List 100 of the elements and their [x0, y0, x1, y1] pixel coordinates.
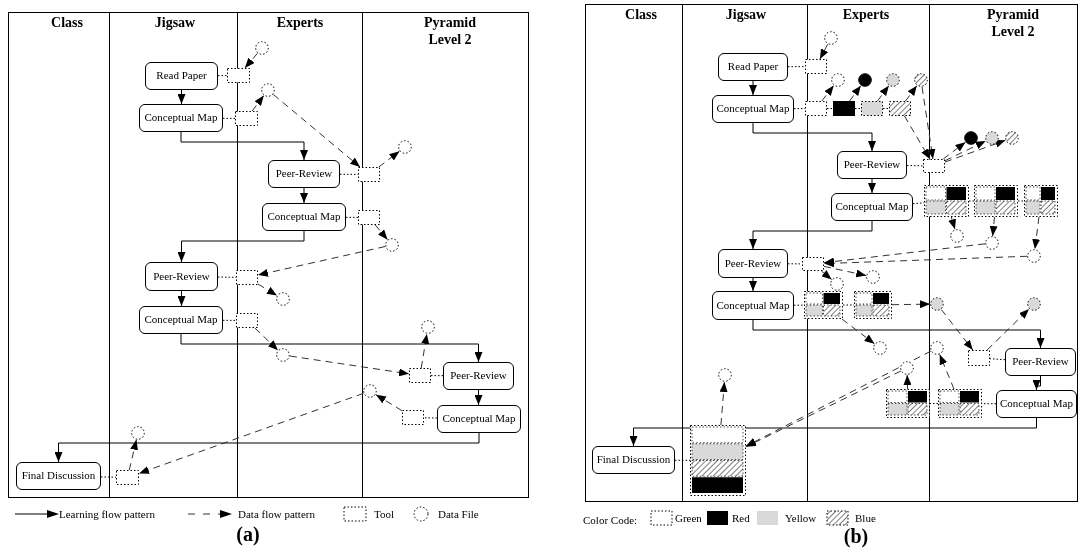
tool-box: [227, 68, 250, 83]
data-flow-arrow: [905, 85, 918, 102]
activity-box: Final Discussion: [16, 462, 101, 490]
legend-label: Yellow: [785, 511, 817, 526]
activity-box: Conceptual Map: [139, 306, 223, 334]
tool-box: [889, 101, 911, 116]
legend-label: Data flow pattern: [238, 507, 315, 522]
data-flow-arrow: [257, 283, 278, 296]
activity-box: Peer-Review: [443, 362, 514, 390]
learning-flow-arrow: [177, 290, 186, 307]
learning-flow-arrow: [868, 178, 876, 194]
data-flow-arrow: [939, 353, 955, 390]
data-flow-arrow: [903, 115, 931, 160]
dotted-connector: [793, 304, 805, 306]
tool-box: [409, 368, 431, 383]
dotted-connector: [826, 108, 834, 109]
dotted-connector: [787, 66, 806, 68]
data-flow-arrow: [823, 255, 1028, 268]
panel-caption: (a): [235, 522, 261, 546]
data-file-circle: [873, 341, 887, 355]
data-file-circle: [276, 292, 290, 306]
activity-box: Conceptual Map: [262, 203, 346, 231]
lane-header: Class: [50, 14, 84, 31]
lane-header: Pyramid Level 2: [985, 6, 1041, 40]
data-file-circle: [261, 83, 275, 97]
tool-box: [235, 111, 258, 126]
learning-flow-arrow: [749, 220, 873, 250]
activity-box: Peer-Review: [837, 151, 907, 179]
dotted-connector: [968, 200, 975, 202]
data-file-circle: [985, 131, 999, 145]
legend-label: Red: [732, 511, 750, 526]
tool-box: [358, 210, 380, 225]
tool-box: [802, 257, 824, 271]
data-flow-arrow: [745, 350, 932, 447]
data-file-circle: [830, 277, 844, 291]
data-file-circle: [255, 41, 269, 55]
dotted-connector: [787, 263, 803, 265]
activity-box: Conceptual Map: [712, 95, 794, 123]
tool-box: [236, 270, 258, 285]
dotted-connector: [793, 108, 806, 110]
composite-tool-box: [854, 291, 892, 319]
data-flow-arrow: [375, 394, 403, 412]
data-file-circle: [900, 361, 914, 375]
data-flow-arrow: [921, 86, 936, 160]
data-file-circle: [858, 73, 872, 87]
lane-header: Jigsaw: [153, 14, 197, 31]
data-file-circle: [1005, 131, 1019, 145]
dotted-connector: [100, 476, 117, 478]
data-file-circle: [930, 297, 944, 311]
learning-flow-arrow: [752, 319, 1045, 349]
learning-flow-arrow: [180, 333, 483, 363]
activity-box: Conceptual Map: [712, 291, 794, 320]
data-file-circle: [363, 384, 377, 398]
lane-header: Class: [624, 6, 658, 23]
legend-title: Color Code:: [583, 513, 639, 528]
tool-box: [805, 101, 827, 116]
data-flow-arrow: [1032, 216, 1041, 250]
composite-tool-box: [1024, 185, 1058, 217]
data-file-circle: [930, 341, 944, 355]
tool-box: [402, 410, 424, 425]
data-flow-arrow: [940, 309, 974, 351]
lane-header: Pyramid Level 2: [422, 14, 478, 48]
lane-header: Jigsaw: [724, 6, 768, 23]
data-file-circle: [914, 73, 928, 87]
data-flow-arrow: [272, 94, 361, 168]
data-flow-arrow: [877, 85, 890, 102]
data-flow-arrow: [986, 308, 1030, 351]
dotted-connector: [222, 117, 236, 119]
data-flow-arrow: [257, 246, 386, 277]
data-flow-arrow: [849, 85, 862, 102]
data-flow-arrow: [942, 141, 966, 160]
dotted-connector: [1017, 200, 1025, 202]
data-flow-arrow: [420, 333, 430, 369]
data-file-circle: [985, 236, 999, 250]
dotted-connector: [842, 304, 855, 306]
dotted-connector: [430, 375, 444, 377]
learning-flow-arrow: [300, 187, 308, 204]
learning-flow-arrow: [749, 80, 757, 96]
activity-box: Conceptual Map: [139, 104, 223, 132]
learning-flow-arrow: [54, 432, 480, 463]
data-flow-arrow: [719, 381, 728, 426]
data-file-circle: [1027, 297, 1041, 311]
activity-box: Read Paper: [718, 53, 788, 81]
data-file-circle: [276, 348, 290, 362]
data-file-circle: [1027, 249, 1041, 263]
learning-flow-arrow: [752, 122, 876, 152]
data-flow-arrow: [745, 370, 902, 448]
legend-label: Data File: [438, 507, 479, 522]
data-flow-arrow: [254, 327, 279, 351]
dotted-connector: [217, 75, 228, 77]
data-flow-arrow: [289, 355, 410, 377]
data-flow-arrow: [128, 439, 138, 471]
dotted-connector: [882, 108, 890, 109]
activity-box: Peer-Review: [1005, 348, 1076, 376]
data-file-circle: [385, 238, 399, 252]
data-flow-arrow: [891, 300, 931, 309]
data-file-circle: [866, 270, 880, 284]
composite-tool-box: [974, 185, 1018, 217]
data-flow-arrow: [823, 243, 986, 266]
data-flow-arrow: [821, 85, 835, 102]
